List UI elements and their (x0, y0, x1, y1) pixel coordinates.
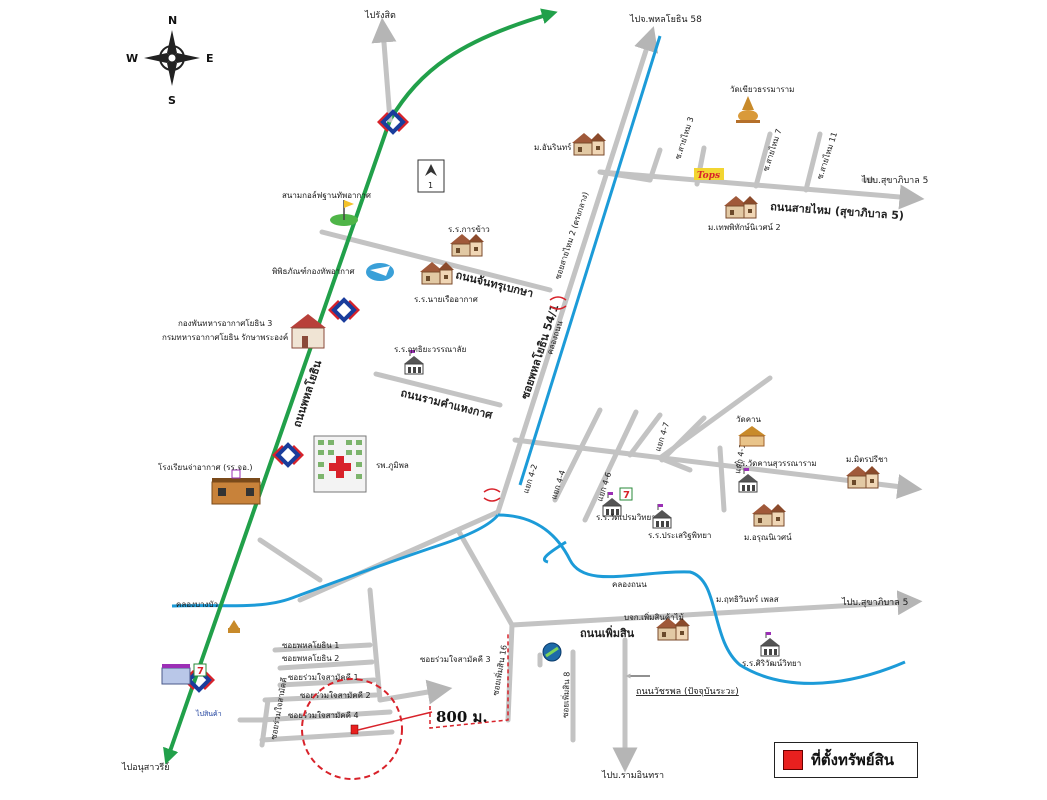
house-icon (419, 261, 455, 285)
school-icon (759, 631, 781, 657)
roundel-icon: 1 (417, 159, 445, 193)
golf-icon (330, 200, 358, 226)
bkk-phermsin-label: บจก.เพิ่มสินค้าไม้ (624, 611, 684, 622)
svg-text:7: 7 (623, 490, 630, 501)
house-icon (845, 465, 881, 489)
svg-text:7: 7 (197, 666, 204, 677)
museum-label: พิพิธภัณฑ์กองทัพอากาศ (272, 266, 355, 276)
wat-kan-label: วัดคาน (736, 415, 762, 424)
to-sukhaphiban5-mid-label: ไปบ.สุขาภิบาล 5 (841, 597, 908, 608)
m-arun-label: ม.อรุณนิเวศน์ (744, 532, 792, 542)
soi-rai4-label: ซอยร่วมใจสามัคคี 4 (288, 711, 359, 720)
tops-store-icon: Tops (694, 168, 724, 181)
house-icon (571, 132, 607, 156)
seven-eleven-icon: 7 (619, 487, 633, 501)
canals (171, 35, 906, 685)
compass-s-label: S (168, 94, 176, 107)
svg-text:Tops: Tops (697, 171, 720, 181)
compass-w-label: W (126, 52, 138, 65)
rr-bangkhen-label: ร.ร.วัดเปรมวิทยา (596, 513, 656, 522)
m-mitpricha-label: ม.มิตรปรีชา (846, 455, 888, 464)
soi-saimai3-label: ซ.สายไหม 3 (673, 116, 695, 161)
rr-siri-label: ร.ร.ศิริวัฒน์วิทยา (742, 658, 801, 668)
minor-roads (237, 26, 925, 773)
airforce-hq-label: กองพันทหารอากาศโยธิน 3 (178, 318, 272, 328)
museum-icon (366, 263, 394, 281)
bts-small-label: ไปสินค้า (195, 709, 222, 718)
airforce-hq2-label: กรมทหารอากาศโยธิน รักษาพระองค์ (162, 332, 288, 342)
ptt-station-icon (542, 642, 562, 662)
temple-icon (736, 96, 760, 123)
bridge-icon (549, 296, 567, 310)
golf-course-label: สนามกอล์ฟฐานทัพอากาศ (282, 190, 371, 200)
saimai-road-label: ถนนสายไหม (สุขาภิบาล 5) (770, 199, 905, 223)
compass-n-label: N (168, 14, 177, 27)
phahonyothin-road (163, 8, 558, 765)
rr-jaoakad-label: โรงเรียนจ่าอากาศ (รร.จอ.) (158, 462, 253, 472)
compass-e-label: E (206, 52, 214, 65)
m-kaset-label: ม.ฤทธิวินทร์ เพลส (716, 594, 779, 604)
rr-wat-kan-label: ร.ร.วัดคานสุวรรณาราม (734, 459, 817, 468)
property-marker[interactable] (350, 724, 359, 735)
soi-phermsin8-label: ซอยเพิ่มสิน 8 (559, 672, 572, 719)
property-pointer-line (357, 711, 433, 731)
rr-karachan-label: ร.ร.การข้าว (448, 225, 490, 234)
house-icon (449, 233, 485, 257)
to-rangsit-label: ไปรังสิต (364, 10, 396, 21)
station-building-icon (161, 664, 191, 685)
phermsin-road-label: ถนนเพิ่มสิน (580, 625, 635, 640)
soi-rai-left-label: ซอยร่วมใจสามัคคี (269, 677, 289, 741)
soi-rai2-label: ซอยร่วมใจสามัคคี 2 (300, 691, 371, 700)
distance-label: 800 ม. (436, 708, 488, 726)
to-bangkhen-label: ไปอนุสาวรีย์ (121, 761, 170, 773)
compass-rose: N S E W (126, 14, 214, 107)
bridge-icon (483, 488, 501, 502)
soi-rai3-label: ซอยร่วมใจสามัคคี 3 (420, 655, 491, 664)
soi-47-label: แยก 4-7 (653, 421, 671, 453)
house-icon (751, 503, 787, 527)
legend-label: ที่ตั้งทรัพย์สิน (811, 751, 894, 769)
seven-eleven-icon: 7 (193, 663, 207, 677)
rr-jutha-label: ร.ร.ฤทธิยะวรรณาลัย (394, 345, 466, 354)
khlong-bangbua-label: คลองบางบัว (176, 600, 218, 609)
m-anarin-label: ม.อันรินทร์ (534, 142, 572, 152)
property-area-circle (301, 678, 403, 780)
rr-nairuea-label: ร.ร.นายเรืออากาศ (414, 295, 478, 304)
soi-phat1-label: ซอยพหลโยธิน 1 (282, 640, 339, 650)
jaoakad-school-icon (211, 469, 261, 505)
hospital-icon (313, 435, 367, 493)
distance-bracket (429, 632, 509, 729)
school-icon (651, 503, 673, 529)
house-icon (723, 195, 759, 219)
bts-station-icon (326, 298, 362, 322)
m-thepnimit-label: ม.เทพพิทักษ์นิเวศน์ 2 (708, 222, 781, 232)
svg-text:1: 1 (428, 181, 433, 190)
soi-rai1-label: ซอยร่วมใจสามัคคี 1 (288, 673, 359, 682)
khlong-thanon-label: คลองถนน (612, 580, 647, 589)
ratchawat-road-label: ถนนวัชรพล (ปัจจุบันระวะ) (636, 687, 739, 697)
to-ramintra-label: ไปบ.รามอินทรา (601, 770, 664, 781)
to-sukhaphiban5-top-label: ไปบ.สุขาภิบาล 5 (861, 175, 928, 186)
small-temple-icon (228, 620, 240, 633)
soi-phat2-label: ซอยพหลโยธิน 2 (282, 653, 339, 663)
wat-saimai-label: วัดเขียวธรรมาราม (730, 85, 794, 94)
soi-phermsin16-label: ซอยเพิ่มสิน 16 (489, 644, 509, 696)
legend: ที่ตั้งทรัพย์สิน (774, 742, 918, 778)
to-phahon-58-label: ไปจ.พหลโยธิน 58 (629, 14, 702, 25)
rr-prasert-label: ร.ร.ประเสริฐพิทยา (648, 531, 711, 540)
hospital-label: รพ.ภูมิพล (376, 461, 409, 471)
wat-kan-icon (738, 426, 766, 447)
airforce-building-icon (290, 314, 326, 349)
legend-property-swatch (783, 750, 803, 770)
